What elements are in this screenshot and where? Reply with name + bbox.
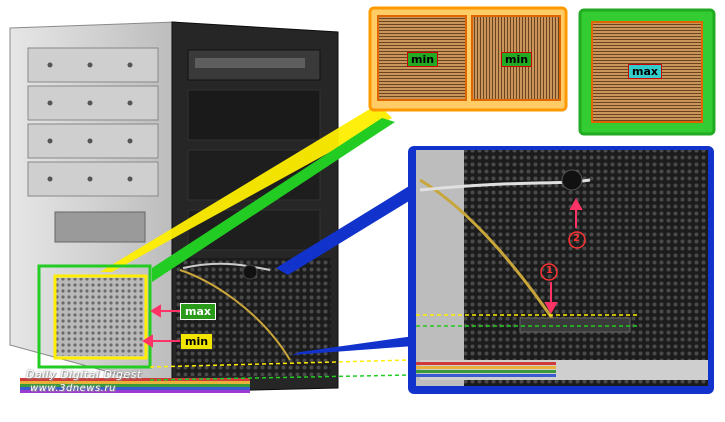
blue-callout-wedge bbox=[276, 183, 414, 275]
callout-circle-2 bbox=[568, 231, 586, 249]
inset-ribbon-cable bbox=[416, 362, 556, 377]
green-callout-wedge bbox=[152, 118, 395, 282]
watermark-url: www.3dnews.ru bbox=[30, 383, 116, 394]
green-frame bbox=[37, 264, 152, 369]
mesh-3-tag: max bbox=[628, 64, 662, 79]
mesh-2 bbox=[471, 15, 561, 101]
mesh-2-tag: min bbox=[501, 52, 533, 67]
callout-circle-1 bbox=[540, 263, 558, 281]
max-label: max bbox=[180, 303, 216, 320]
min-label: min bbox=[180, 333, 214, 350]
watermark-title: Daily Digital Digest bbox=[26, 368, 142, 381]
fan-grill bbox=[55, 278, 143, 356]
callout-number-2: 2 bbox=[573, 233, 580, 244]
yellow-frame bbox=[53, 274, 148, 360]
yellow-callout-wedge bbox=[100, 104, 392, 272]
mesh-1-tag: min bbox=[407, 52, 439, 67]
ribbon-cable bbox=[20, 378, 250, 393]
callout-number-1: 1 bbox=[546, 265, 553, 276]
drive-bay-plates bbox=[27, 47, 159, 197]
